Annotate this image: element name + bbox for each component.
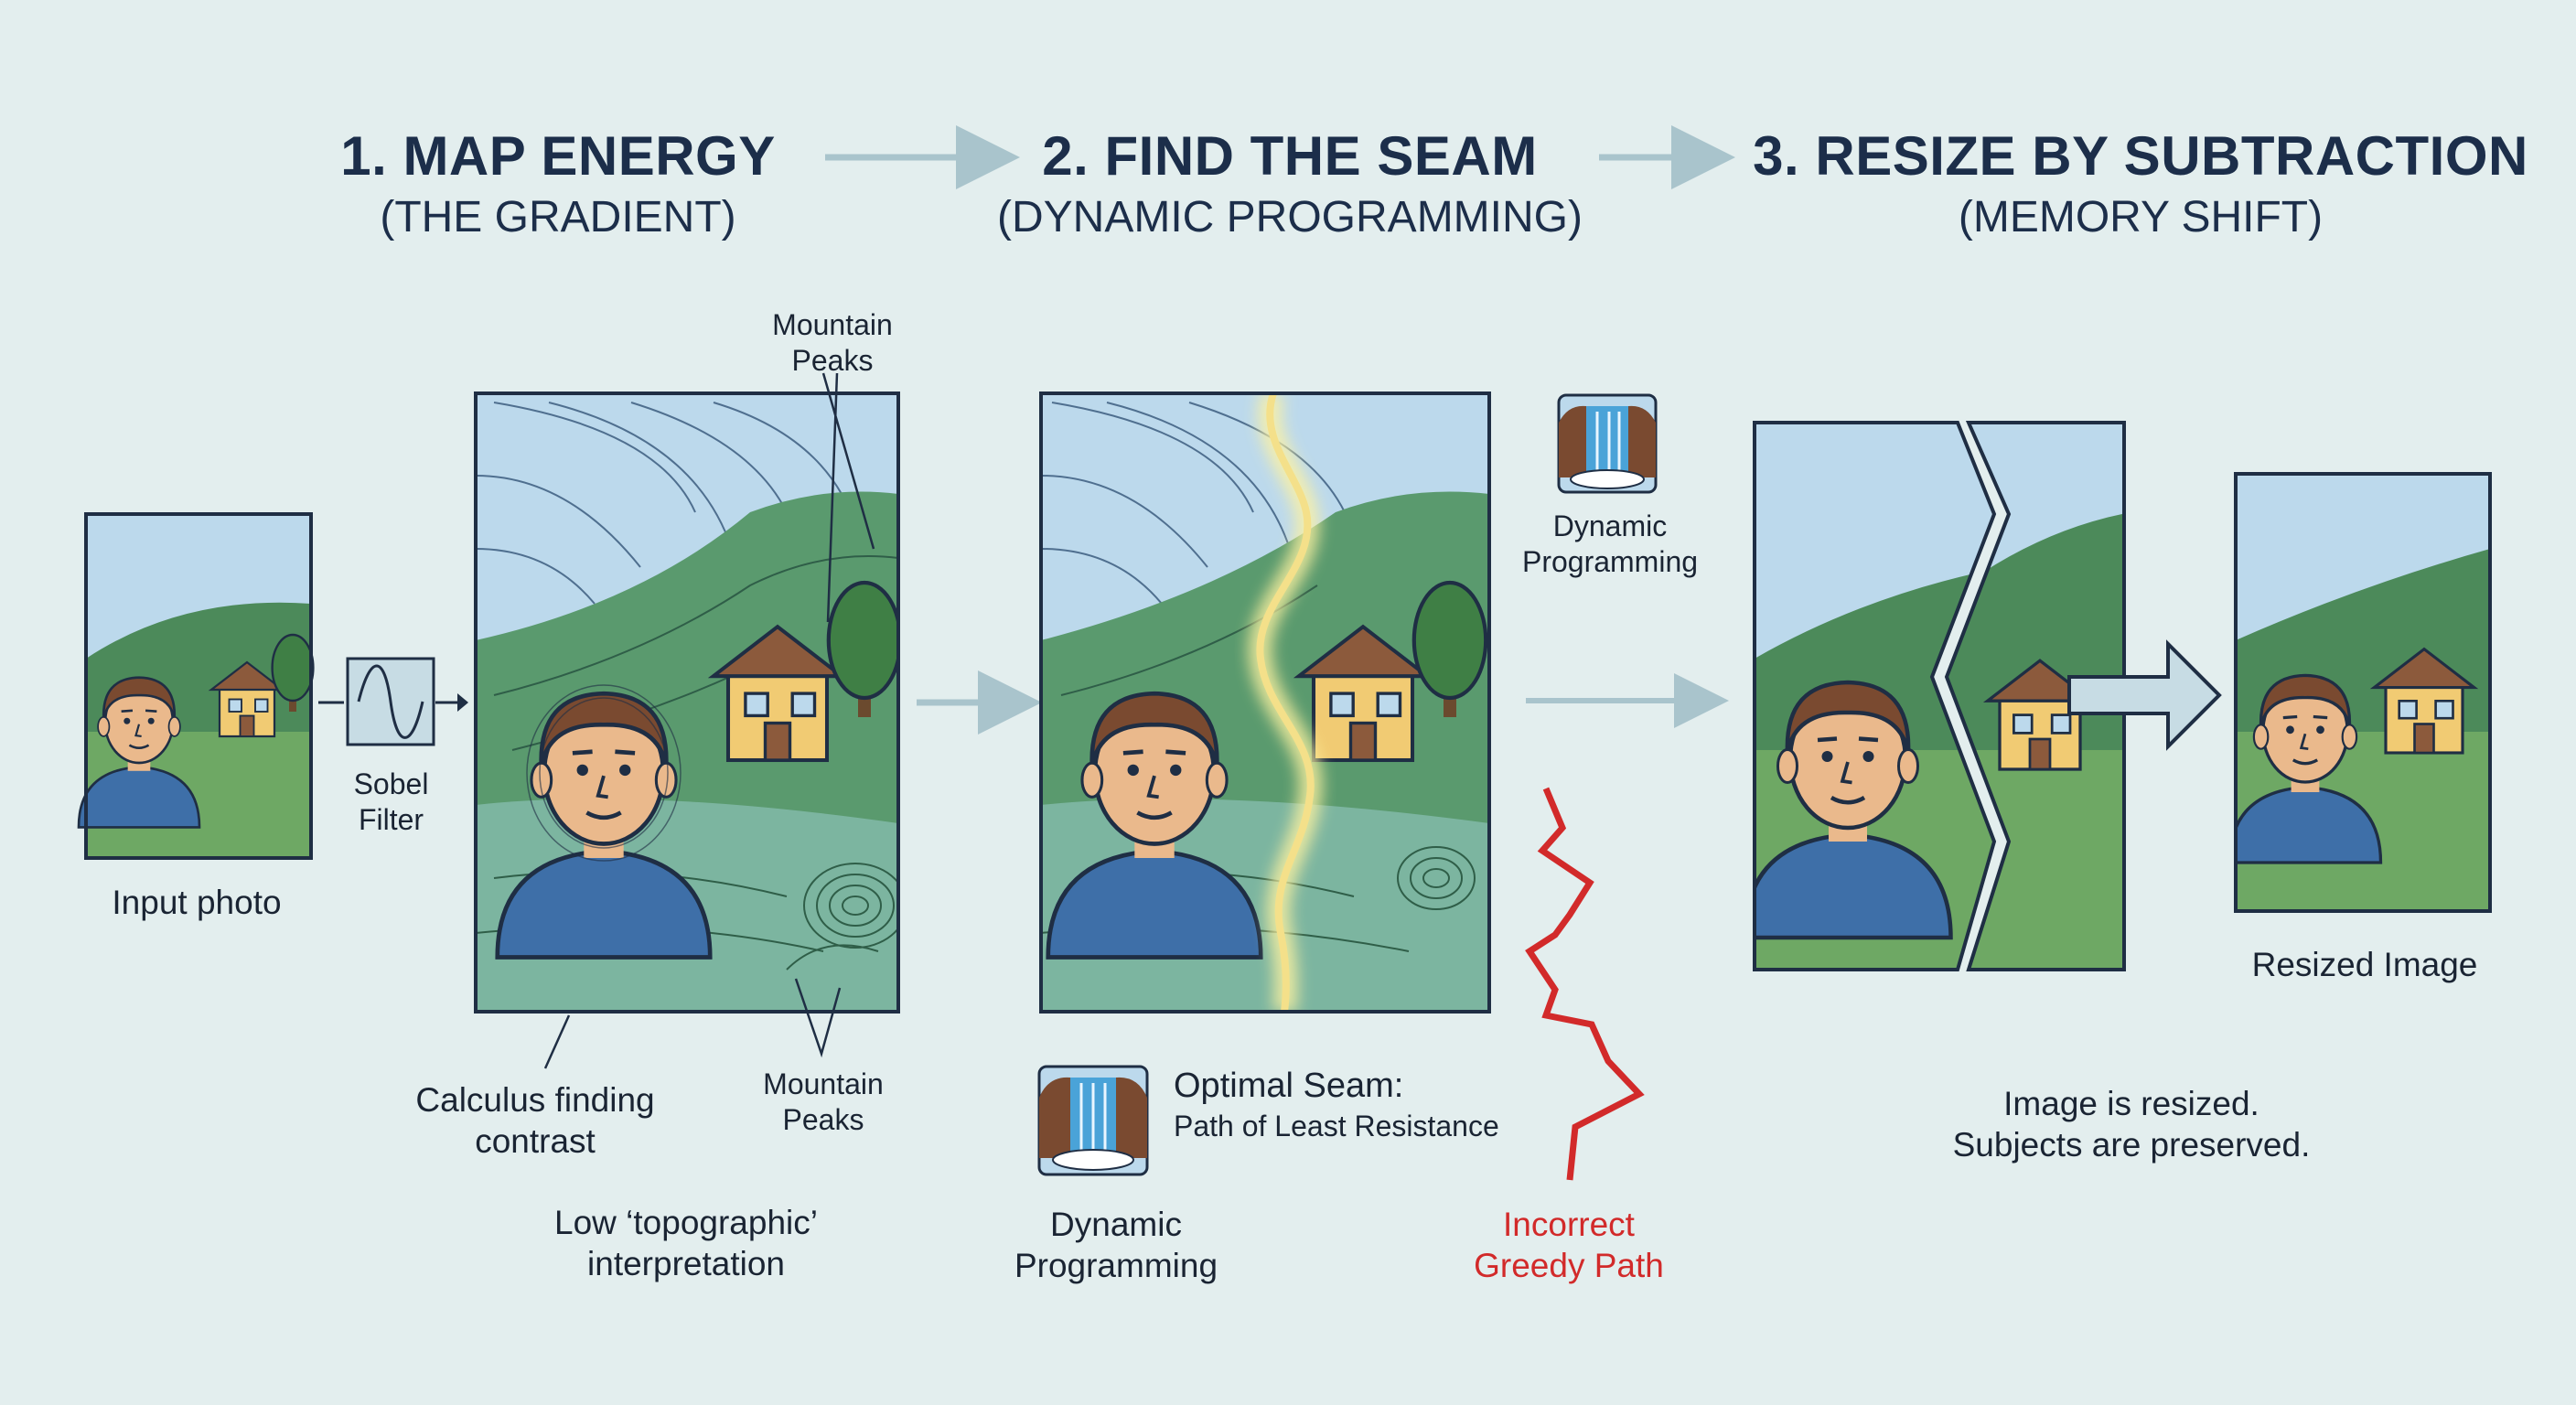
- step-2-subtitle: (DYNAMIC PROGRAMMING): [997, 193, 1583, 241]
- topographic-label: Low ‘topographic’ interpretation: [554, 1204, 818, 1283]
- step-2-title: 2. FIND THE SEAM: [1042, 125, 1538, 187]
- resized-image-label: Resized Image: [2251, 946, 2478, 983]
- step-3-subtitle: (MEMORY SHIFT): [1958, 193, 2324, 241]
- step-3-title: 3. RESIZE BY SUBTRACTION: [1753, 125, 2528, 187]
- waterfall-icon: [1557, 393, 1658, 494]
- energy-map-image: [476, 393, 898, 1012]
- dynamic-programming-bottom-label: Dynamic Programming: [1014, 1206, 1218, 1285]
- mountain-peaks-bottom-label: Mountain Peaks: [763, 1067, 884, 1137]
- greedy-path-label: Incorrect Greedy Path: [1474, 1206, 1664, 1285]
- waterfall-icon: [1037, 1065, 1149, 1176]
- step-1-subtitle: (THE GRADIENT): [380, 193, 736, 241]
- result-caption: Image is resized. Subjects are preserved…: [1952, 1085, 2311, 1164]
- sine-wave-icon: [346, 657, 435, 746]
- input-photo-image: [77, 512, 315, 860]
- arrow-right-icon: [2067, 639, 2222, 751]
- mountain-peaks-top-label: Mountain Peaks: [772, 308, 893, 378]
- calculus-label: Calculus finding contrast: [415, 1081, 655, 1161]
- resized-image: [2234, 472, 2492, 913]
- optimal-seam-label: Optimal Seam: Path of Least Resistance: [1174, 1067, 1499, 1142]
- seam-image: [1041, 393, 1489, 1012]
- step-1-title: 1. MAP ENERGY: [340, 125, 776, 187]
- greedy-path: [1525, 787, 1645, 1181]
- input-photo-label: Input photo: [112, 884, 282, 921]
- optimal-seam-path: [1256, 393, 1315, 1012]
- sobel-filter-label: Sobel Filter: [353, 767, 429, 837]
- dynamic-programming-right-label: Dynamic Programming: [1521, 509, 1699, 579]
